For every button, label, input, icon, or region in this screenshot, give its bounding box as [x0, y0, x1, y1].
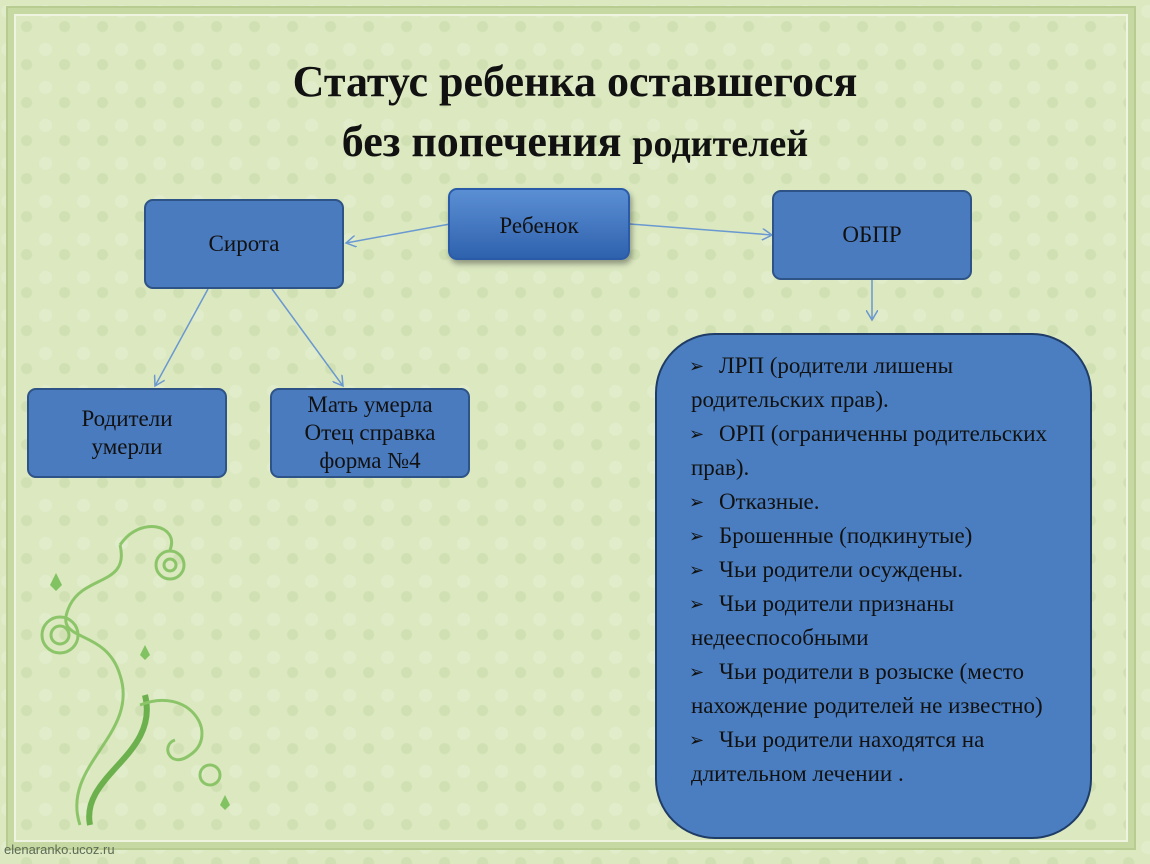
list-item-text: Чьи родители в розыске (место нахождение… [691, 659, 1043, 718]
title-line-1: Статус ребенка оставшегося [292, 57, 858, 106]
list-item: ➢ОРП (ограниченны родительских прав). [689, 417, 1074, 485]
list-item: ➢ЛРП (родители лишены родительских прав)… [689, 349, 1074, 417]
arrow-child-to-obpr [629, 223, 772, 235]
list-item-text: ЛРП (родители лишены родительских прав). [691, 353, 954, 412]
list-item-text: Чьи родители находятся на длительном леч… [691, 727, 985, 786]
list-item-text: Брошенные (подкинутые) [719, 523, 973, 548]
node-child: Ребенок [448, 188, 630, 260]
list-item: ➢ Чьи родители осуждены. [689, 553, 1074, 587]
arrow-child-to-orphan [346, 223, 451, 243]
slide-frame [8, 8, 1134, 848]
decorative-swirl [40, 525, 230, 826]
bullet-arrow-icon: ➢ [689, 526, 705, 546]
obpr-categories-list: ➢ЛРП (родители лишены родительских прав)… [689, 349, 1074, 791]
node-obpr: ОБПР [772, 190, 972, 280]
bullet-arrow-icon: ➢ [689, 560, 705, 580]
list-item-text: Отказные. [719, 489, 820, 514]
list-item: ➢ Брошенные (подкинутые) [689, 519, 1074, 553]
title-line-2: без попечения родителей [0, 112, 1150, 174]
arrow-orphan-to-mother-dead [271, 288, 343, 386]
title-line-2-main: без попечения [341, 117, 633, 166]
bullet-arrow-icon: ➢ [689, 730, 705, 750]
obpr-categories-box: ➢ЛРП (родители лишены родительских прав)… [655, 333, 1092, 839]
list-item: ➢Чьи родители находятся на длительном ле… [689, 723, 1074, 791]
bullet-arrow-icon: ➢ [689, 662, 705, 682]
bullet-arrow-icon: ➢ [689, 492, 705, 512]
list-item-text: Чьи родители признаны недееспособными [691, 591, 955, 650]
title-line-2-small: родителей [632, 123, 809, 165]
list-item-text: Чьи родители осуждены. [719, 557, 964, 582]
arrow-orphan-to-parents-dead [155, 288, 209, 386]
list-item: ➢ Отказные. [689, 485, 1074, 519]
slide-title: Статус ребенка оставшегося без попечения… [0, 52, 1150, 174]
list-item: ➢ Чьи родители в розыске (место нахожден… [689, 655, 1074, 723]
watermark: elenaranko.ucoz.ru [4, 842, 115, 857]
list-item-text: ОРП (ограниченны родительских прав). [691, 421, 1048, 480]
node-parents-dead: Родители умерли [27, 388, 227, 478]
bullet-arrow-icon: ➢ [689, 424, 705, 444]
node-orphan: Сирота [144, 199, 344, 289]
node-mother-dead: Мать умерла Отец справка форма №4 [270, 388, 470, 478]
list-item: ➢ Чьи родители признаны недееспособными [689, 587, 1074, 655]
bullet-arrow-icon: ➢ [689, 356, 705, 376]
bullet-arrow-icon: ➢ [689, 594, 705, 614]
